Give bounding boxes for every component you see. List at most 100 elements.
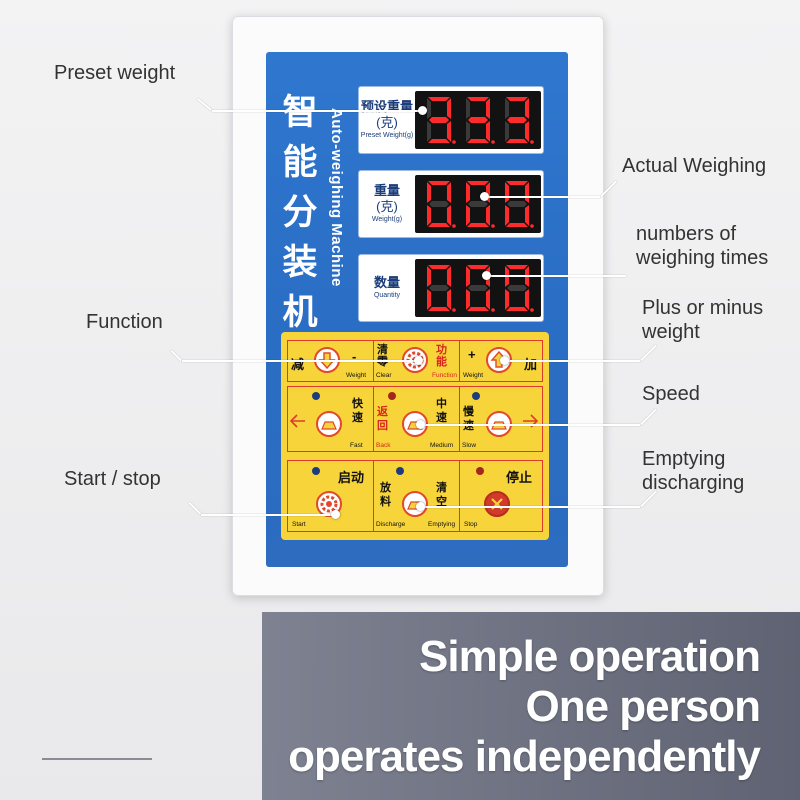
leader-function bbox=[182, 360, 418, 362]
display-label-en: Preset Weight(g) bbox=[360, 132, 414, 139]
segment-digit bbox=[505, 265, 535, 312]
title-english: Auto-weighing Machine bbox=[328, 108, 345, 287]
segment-c bbox=[525, 205, 530, 226]
start-label-cn: 启动 bbox=[338, 470, 365, 485]
segment-f bbox=[426, 182, 431, 203]
segment-a bbox=[427, 265, 450, 269]
keypad: 减 - Weight 清零 Clear 功能 Function + Weight… bbox=[281, 332, 549, 540]
medium-label-cn: 中速 bbox=[436, 398, 447, 424]
segment-b bbox=[485, 98, 490, 119]
minus-sign: - bbox=[352, 349, 357, 364]
segment-c bbox=[485, 121, 490, 142]
segment-c bbox=[446, 121, 451, 142]
segment-a bbox=[427, 97, 450, 101]
leader-start bbox=[201, 514, 335, 516]
leader-plus-minus bbox=[504, 360, 640, 362]
segment-dp bbox=[530, 140, 535, 144]
segment-g bbox=[428, 201, 449, 207]
back-medium-key[interactable]: 返回 Back 中速 Medium bbox=[374, 387, 460, 451]
display-label-cn: 数量 bbox=[373, 275, 400, 290]
discharge-empty-key[interactable]: 放料 Discharge 清空 Emptying bbox=[374, 461, 460, 531]
leader-actual-dot bbox=[480, 192, 489, 201]
leader-speed-diag bbox=[640, 408, 657, 426]
leader-speed-dot bbox=[416, 420, 425, 429]
stop-label-en: Stop bbox=[464, 521, 478, 528]
stop-led bbox=[476, 467, 484, 475]
back-label-en: Back bbox=[376, 442, 391, 449]
segment-b bbox=[525, 98, 530, 119]
segment-e bbox=[426, 121, 431, 142]
leader-preset bbox=[212, 110, 422, 112]
segment-c bbox=[446, 205, 451, 226]
segment-g bbox=[467, 285, 488, 291]
back-label-cn: 返回 bbox=[377, 406, 388, 432]
segment-e bbox=[465, 289, 470, 310]
leader-numbers bbox=[486, 275, 626, 277]
segment-a bbox=[506, 97, 529, 101]
segment-a bbox=[466, 181, 489, 185]
segment-e bbox=[505, 121, 510, 142]
fast-speed-key[interactable]: 快速 Fast bbox=[288, 387, 374, 451]
segment-b bbox=[446, 182, 451, 203]
segment-digit bbox=[465, 265, 495, 312]
callout-speed: Speed bbox=[642, 383, 700, 405]
discharge-label-cn: 放料 bbox=[380, 482, 391, 508]
medium-label-en: Medium bbox=[430, 442, 454, 449]
segment-a bbox=[466, 265, 489, 269]
segment-e bbox=[426, 205, 431, 226]
segment-d bbox=[427, 139, 450, 143]
segment-b bbox=[525, 182, 530, 203]
discharge-led bbox=[396, 467, 404, 475]
callout-numbers-line2: weighing times bbox=[636, 247, 769, 269]
title-chinese: 智能分装机 bbox=[282, 93, 318, 333]
start-label-en: Start bbox=[292, 521, 306, 528]
segment-d bbox=[466, 139, 489, 143]
segment-f bbox=[505, 266, 510, 287]
segment-f bbox=[465, 98, 470, 119]
leader-plus-minus-dot bbox=[500, 356, 509, 365]
segment-dp bbox=[530, 308, 535, 312]
tagline-line3: operates independently bbox=[288, 732, 761, 781]
segment-c bbox=[485, 289, 490, 310]
callout-start-stop: Start / stop bbox=[64, 468, 161, 490]
segment-g bbox=[507, 117, 528, 123]
preset-weight-display: 预设重量 (克) Preset Weight(g) bbox=[358, 86, 544, 154]
segment-g bbox=[428, 117, 449, 123]
fast-led bbox=[312, 392, 320, 400]
slow-speed-key[interactable]: 慢速 Slow bbox=[460, 387, 544, 451]
quantity-display: 数量 Quantity bbox=[358, 254, 544, 322]
segment-f bbox=[426, 266, 431, 287]
segment-d bbox=[506, 139, 529, 143]
callout-empty-line2: discharging bbox=[642, 472, 745, 494]
preset-weight-screen bbox=[415, 91, 541, 149]
segment-b bbox=[525, 266, 530, 287]
segment-d bbox=[506, 223, 529, 227]
segment-digit bbox=[426, 181, 456, 228]
leader-numbers-dot bbox=[482, 271, 491, 280]
segment-c bbox=[485, 205, 490, 226]
callout-actual-weighing: Actual Weighing bbox=[622, 155, 767, 177]
clear-label-en: Clear bbox=[376, 372, 392, 379]
slow-label-cn: 慢速 bbox=[463, 406, 474, 432]
start-led bbox=[312, 467, 320, 475]
plus-sign: + bbox=[468, 347, 476, 362]
slow-label-en: Slow bbox=[462, 442, 477, 449]
keypad-row-speed: 快速 Fast 返回 Back 中速 Medium 慢速 Slow bbox=[287, 386, 543, 452]
fast-label-en: Fast bbox=[350, 442, 363, 449]
start-key[interactable]: 启动 Start bbox=[288, 461, 374, 531]
segment-g bbox=[428, 285, 449, 291]
display-label-unit: (克) bbox=[376, 199, 398, 214]
segment-g bbox=[467, 201, 488, 207]
plus-label-en: Weight bbox=[463, 372, 484, 379]
segment-digit bbox=[505, 97, 535, 144]
stop-key[interactable]: 停止 Stop bbox=[460, 461, 544, 531]
stop-x-icon bbox=[484, 491, 510, 517]
segment-digit bbox=[465, 97, 495, 144]
callout-numbers-line1: numbers of bbox=[636, 223, 737, 245]
function-label-en: Function bbox=[432, 372, 457, 379]
segment-b bbox=[446, 266, 451, 287]
clear-label-cn: 清零 bbox=[377, 344, 388, 368]
empty-label-cn: 清空 bbox=[436, 482, 447, 508]
segment-g bbox=[507, 285, 528, 291]
fast-label-cn: 快速 bbox=[352, 398, 363, 424]
